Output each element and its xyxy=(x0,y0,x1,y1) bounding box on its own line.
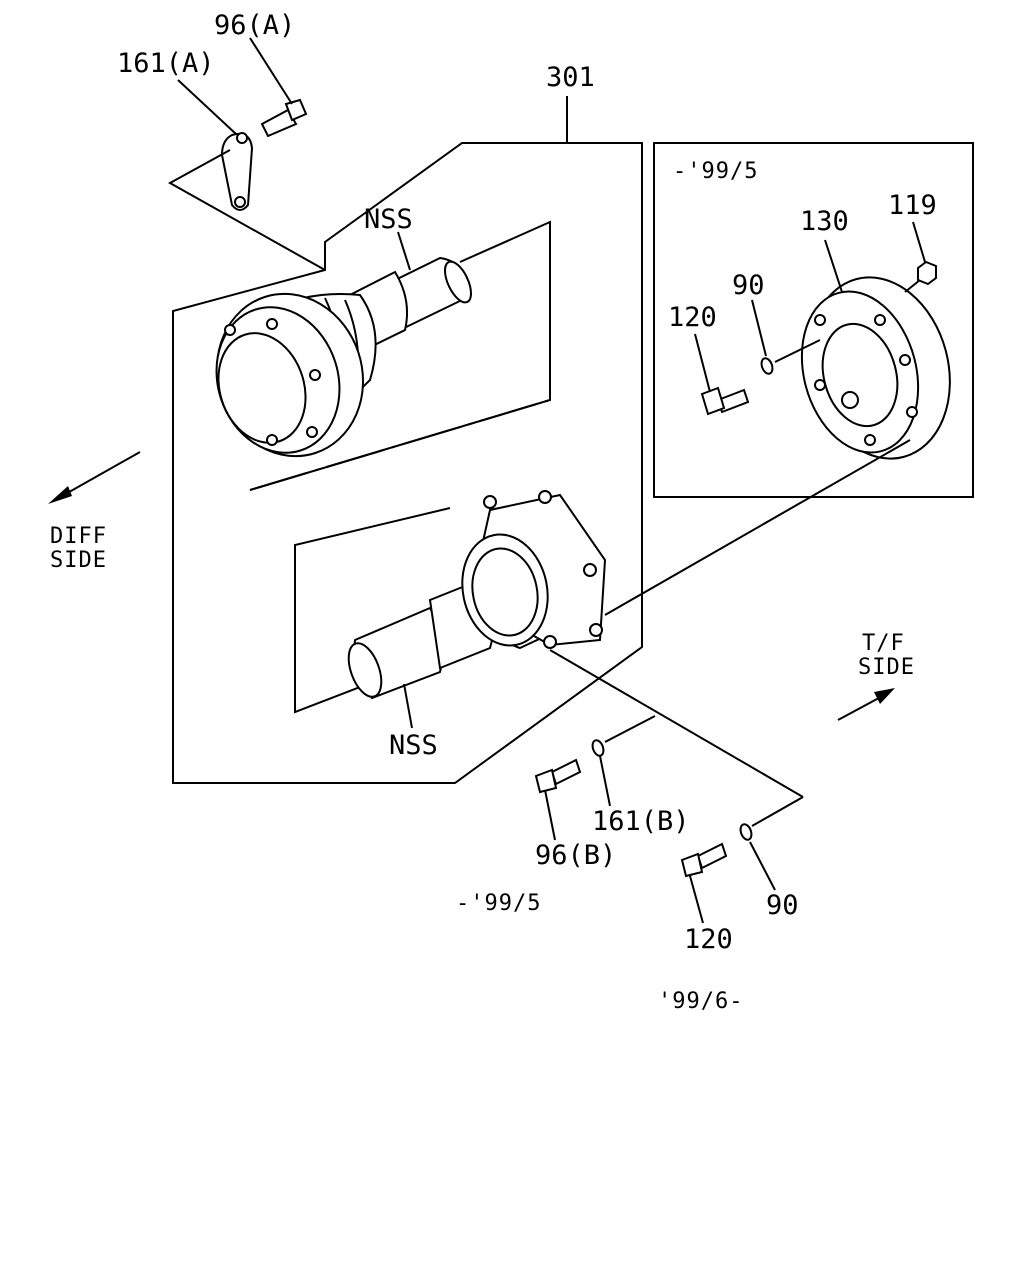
bolt-120-inset xyxy=(694,333,750,416)
diff-side-arrow xyxy=(48,451,141,504)
label-diff-side: SIDE xyxy=(50,548,107,573)
nut-119 xyxy=(904,221,937,293)
washer-90-bottom xyxy=(739,796,804,891)
label-nss-top: NSS xyxy=(364,204,413,235)
label-nss-bottom: NSS xyxy=(389,730,438,761)
label-90-inset: 90 xyxy=(732,270,765,301)
label-diff: DIFF xyxy=(50,524,107,549)
bolt-96b xyxy=(534,758,582,841)
label-119: 119 xyxy=(888,190,937,221)
label-301: 301 xyxy=(546,62,595,93)
inner-cv-joint xyxy=(347,490,607,700)
lock-plate-161a xyxy=(167,132,326,271)
assembly-301-boundary xyxy=(172,96,643,784)
washer-90-inset xyxy=(751,299,821,375)
bolt-96a xyxy=(249,37,308,138)
label-130: 130 xyxy=(800,206,849,237)
label-96a: 96(A) xyxy=(214,10,295,41)
label-date-b: -'99/5 xyxy=(456,891,541,916)
label-90-bottom: 90 xyxy=(766,890,799,921)
leader-161a xyxy=(177,79,237,135)
label-120-inset: 120 xyxy=(668,302,717,333)
nss-bottom-box xyxy=(294,507,451,714)
inset-box xyxy=(653,142,974,498)
label-tf-side: SIDE xyxy=(858,655,915,680)
label-tf: T/F xyxy=(862,631,905,656)
bolt-120-bottom xyxy=(680,842,728,924)
nss-top-box xyxy=(249,220,551,491)
label-161a: 161(A) xyxy=(117,48,215,79)
connect-line-inset xyxy=(604,439,911,616)
label-96b: 96(B) xyxy=(535,840,616,871)
washer-161b xyxy=(591,715,656,807)
outer-cv-joint xyxy=(215,256,472,458)
connect-line-bottom xyxy=(549,649,804,798)
flange-130 xyxy=(800,239,951,460)
label-date-c: '99/6- xyxy=(658,989,743,1014)
tf-side-arrow xyxy=(837,688,895,721)
label-120-bottom: 120 xyxy=(684,924,733,955)
label-inset-date: -'99/5 xyxy=(673,159,758,184)
label-161b: 161(B) xyxy=(592,806,690,837)
